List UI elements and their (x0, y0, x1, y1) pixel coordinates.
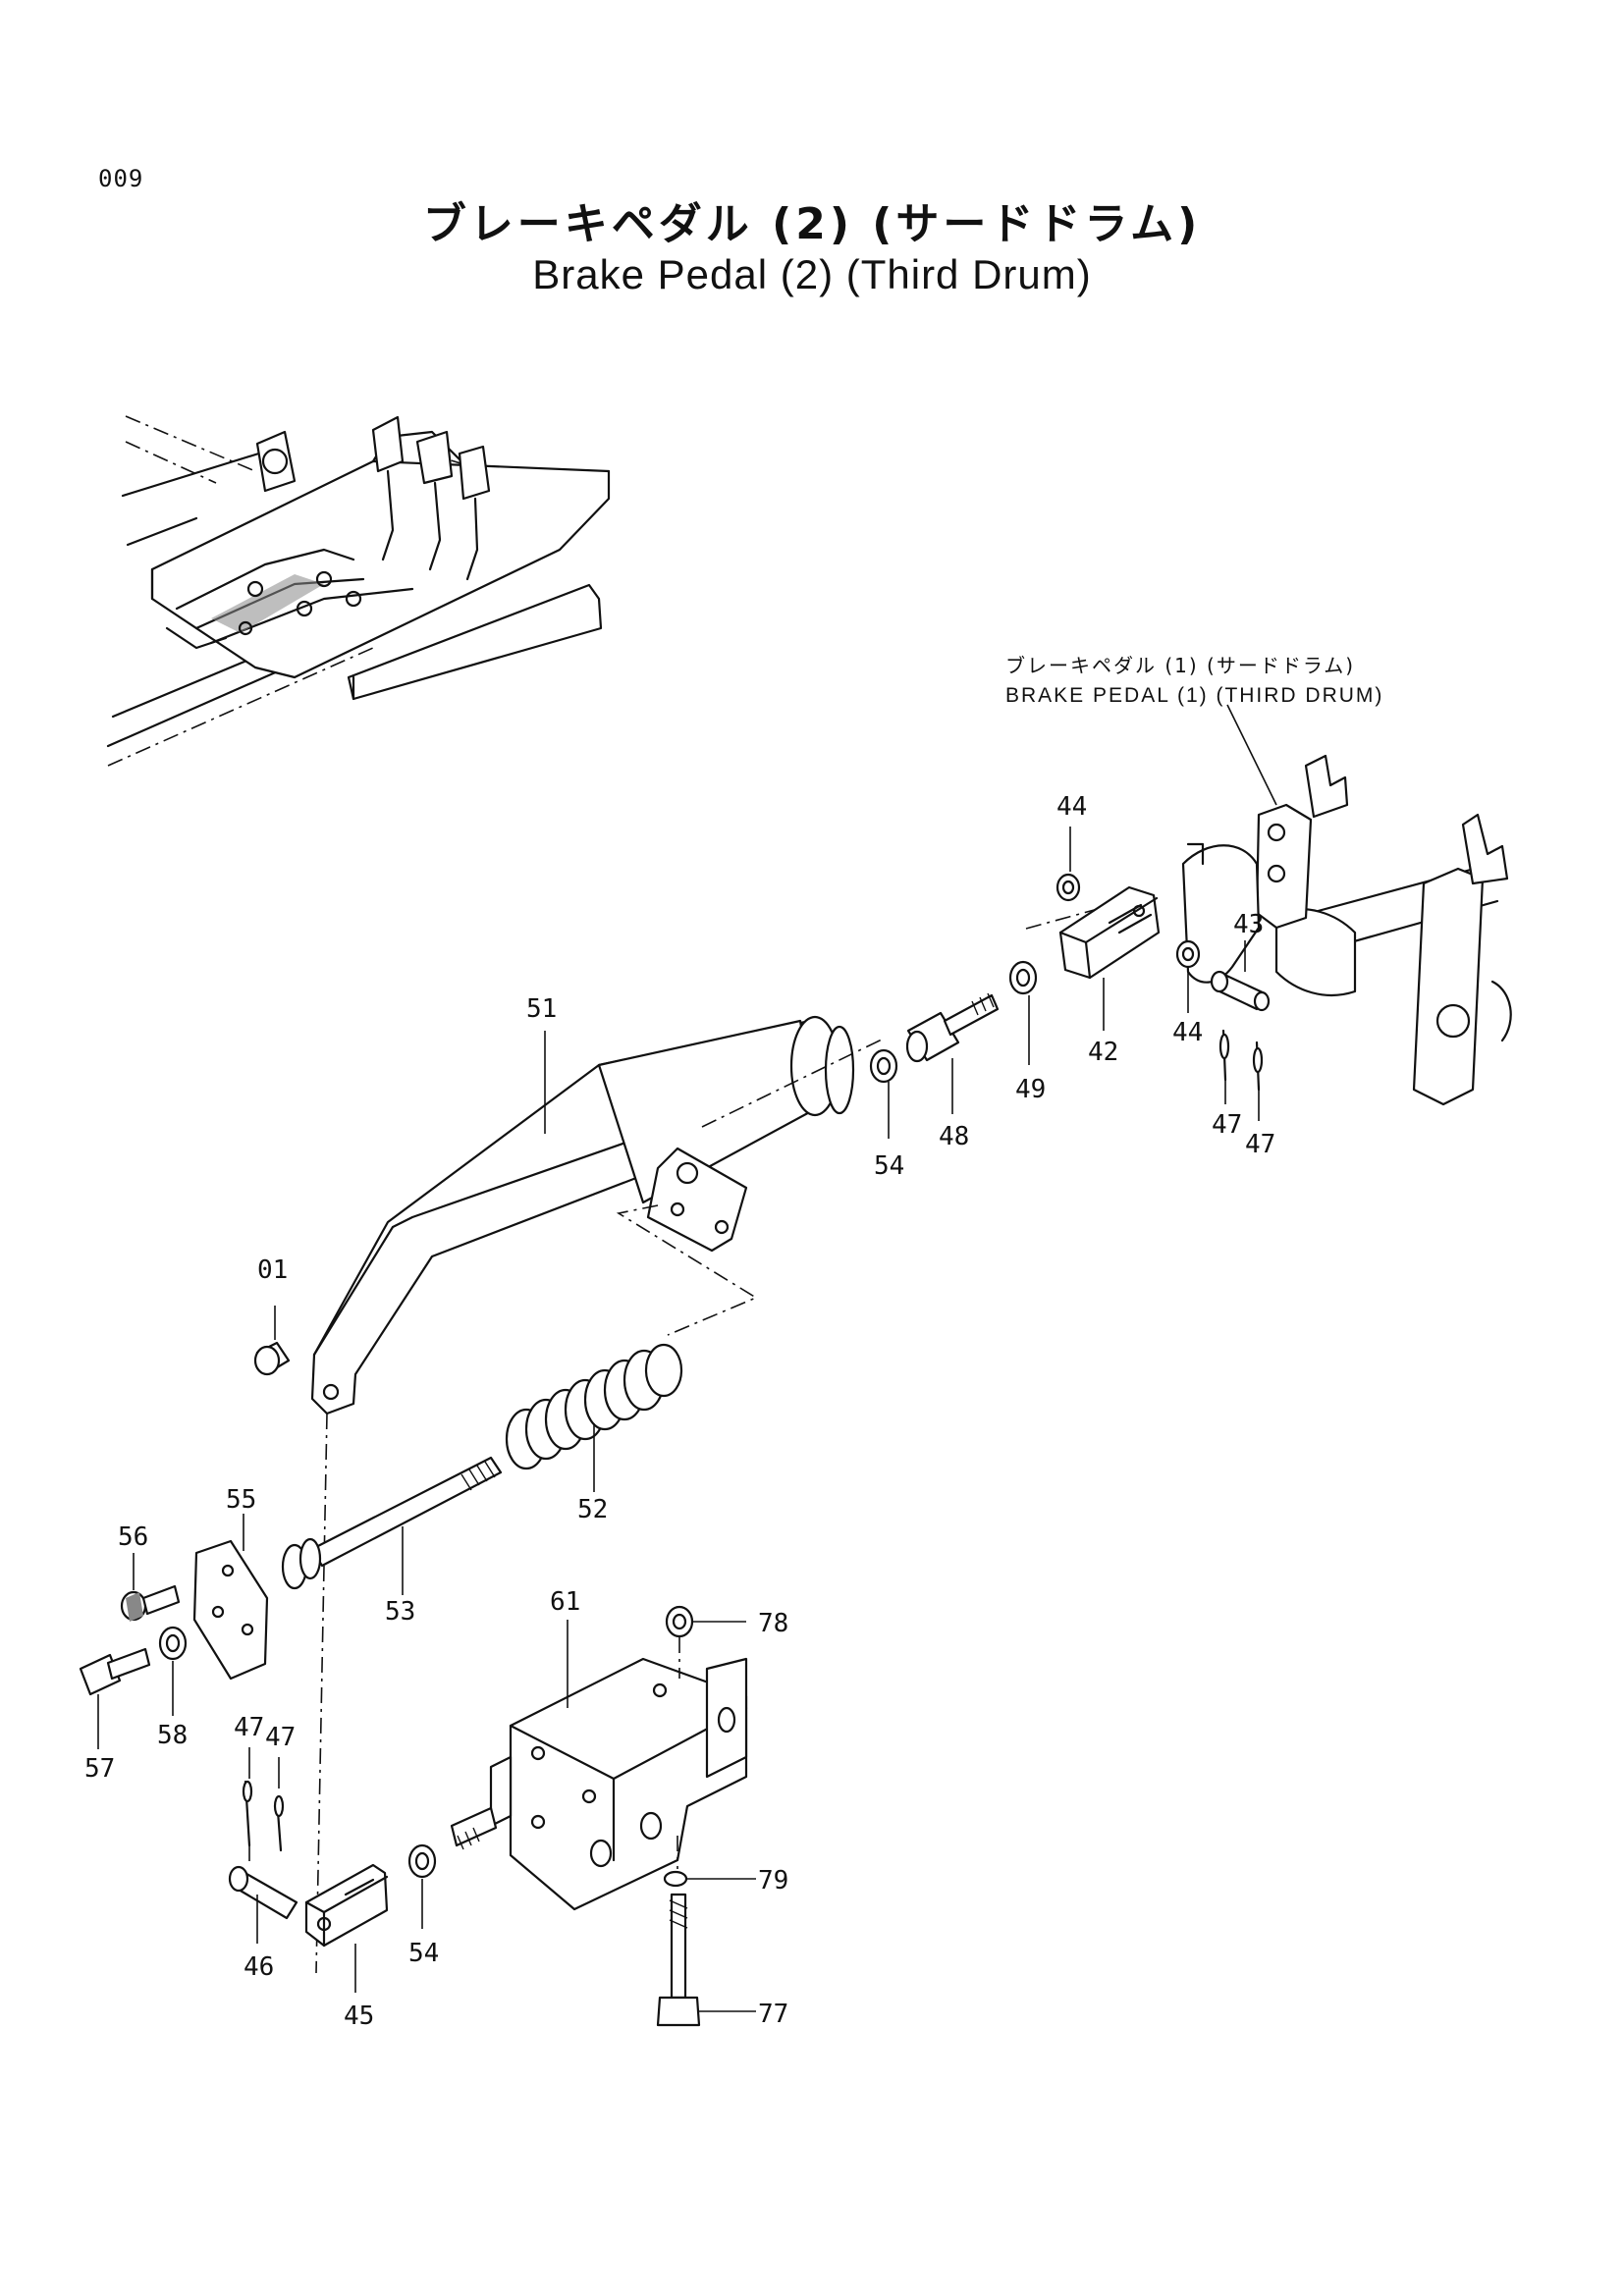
rod-53 (281, 1456, 503, 1595)
callout-42: 42 (1088, 1038, 1118, 1067)
valve-61 (450, 1620, 748, 1911)
pedal-lever-51 (310, 1015, 855, 1415)
page-title-japanese: ブレーキペダル (2) (サードドラム) (422, 199, 1202, 249)
callout-54-upper: 54 (874, 1151, 904, 1181)
bolt-57 (79, 1647, 151, 1749)
callout-79: 79 (758, 1866, 788, 1896)
nut-54-upper (869, 1048, 898, 1139)
callout-45: 45 (344, 2002, 374, 2031)
callout-01: 01 (257, 1255, 288, 1285)
callout-47-lower-a: 47 (234, 1713, 264, 1742)
callout-44-upper: 44 (1056, 792, 1087, 822)
callout-44-lower: 44 (1172, 1018, 1203, 1047)
bolt-77 (656, 1893, 756, 2027)
callout-47-lower-b: 47 (265, 1723, 296, 1752)
callout-61: 61 (550, 1587, 580, 1617)
page-number: 009 (98, 165, 144, 192)
callout-43: 43 (1233, 910, 1264, 939)
machine-overview-inset (106, 415, 611, 767)
callout-78: 78 (758, 1609, 788, 1638)
clevis-42 (1058, 885, 1161, 1031)
callout-56: 56 (118, 1522, 148, 1552)
pin-43 (1210, 940, 1271, 1012)
reference-label-english: BRAKE PEDAL (1) (THIRD DRUM) (1005, 684, 1384, 707)
callout-54-lower: 54 (408, 1939, 439, 1968)
callout-51: 51 (526, 994, 557, 1024)
brake-pedal-1-reference-assembly (1181, 704, 1512, 1106)
nut-54-lower (407, 1843, 437, 1929)
pin-46 (228, 1865, 298, 1944)
reference-label-japanese: ブレーキペダル (1) (サードドラム) (1005, 654, 1356, 677)
callout-57: 57 (84, 1754, 115, 1784)
rod-end-48 (905, 992, 1000, 1114)
callout-48: 48 (939, 1122, 969, 1151)
washer-79 (663, 1836, 756, 1888)
nut-49 (1008, 960, 1038, 1065)
nut-78 (665, 1605, 746, 1679)
nut-58 (158, 1626, 188, 1716)
bolt-56 (120, 1553, 181, 1622)
washer-44-lower (1175, 939, 1201, 1013)
washer-44-upper (1056, 827, 1081, 902)
callout-58: 58 (157, 1721, 188, 1750)
plate-55 (192, 1514, 269, 1681)
callout-47-upper-a: 47 (1212, 1110, 1242, 1140)
bushing-01 (253, 1306, 291, 1376)
cotter-pins-47-upper (1218, 1029, 1264, 1121)
callout-55: 55 (226, 1485, 256, 1515)
callout-49: 49 (1015, 1075, 1046, 1104)
callout-77: 77 (758, 2000, 788, 2029)
clevis-45 (304, 1863, 389, 1993)
callout-53: 53 (385, 1597, 415, 1627)
cotter-pins-47-lower (242, 1747, 285, 1865)
page-title-english: Brake Pedal (2) (Third Drum) (532, 251, 1092, 297)
spring-52 (505, 1343, 683, 1492)
callout-47-upper-b: 47 (1245, 1130, 1275, 1159)
callout-52: 52 (577, 1495, 608, 1524)
callout-46: 46 (244, 1952, 274, 1982)
